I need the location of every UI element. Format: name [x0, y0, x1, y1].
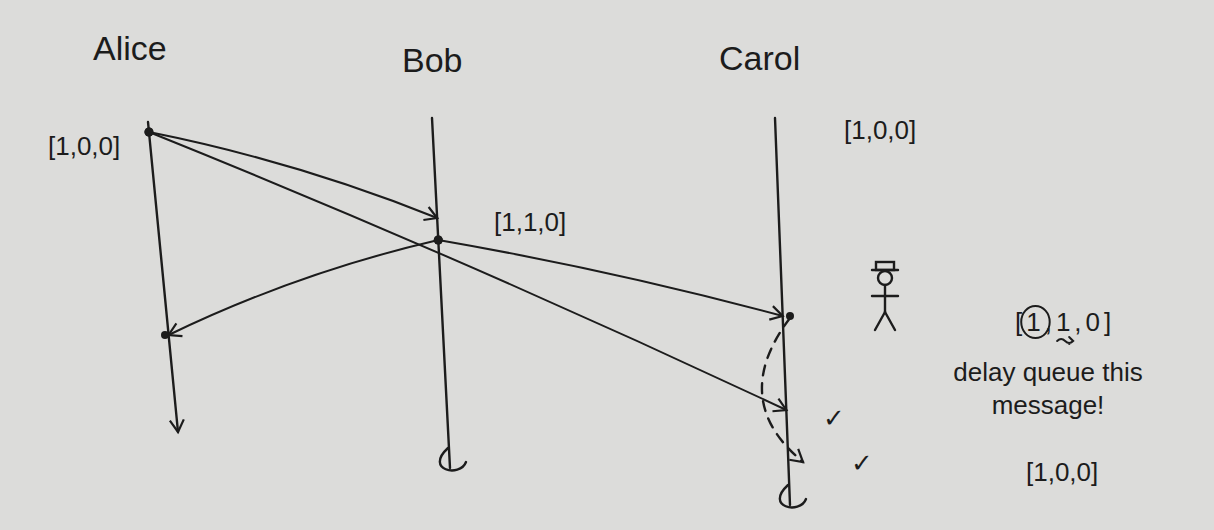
process-lifeline	[148, 122, 178, 432]
process-header: Bob	[396, 39, 469, 82]
message-arrow	[438, 240, 782, 316]
event-dot	[434, 236, 443, 245]
event-dot	[786, 312, 794, 320]
event-dot	[434, 236, 443, 245]
message-arrow	[149, 132, 786, 410]
compare-mark	[1057, 337, 1073, 344]
clock-note: [1,1,0]	[1015, 306, 1115, 339]
clock-note: [1,0,0]	[1026, 456, 1098, 489]
message-arrow	[169, 240, 439, 335]
check-mark: ✓	[823, 402, 845, 435]
lifeline-end	[780, 485, 806, 507]
event-dot	[144, 128, 153, 137]
process-header: Carol	[713, 37, 806, 80]
lifeline-end	[440, 448, 466, 470]
process-lifeline	[775, 118, 790, 505]
process-name: Carol	[719, 39, 800, 78]
process-header: Alice	[87, 27, 173, 70]
clock-note: delay queue this message!	[953, 356, 1143, 421]
process-name: Alice	[93, 29, 167, 68]
event-dot	[161, 331, 169, 339]
clock-note: [1,0,0]	[844, 114, 916, 147]
check-mark: ✓	[851, 447, 873, 480]
message-arrow	[149, 132, 437, 218]
process-name: Bob	[402, 41, 463, 80]
event-dot	[144, 128, 153, 137]
clock-note: [1,1,0]	[494, 206, 566, 239]
stick-figure	[872, 262, 898, 330]
process-lifeline	[432, 118, 450, 468]
clock-note: [1,0,0]	[48, 130, 120, 163]
